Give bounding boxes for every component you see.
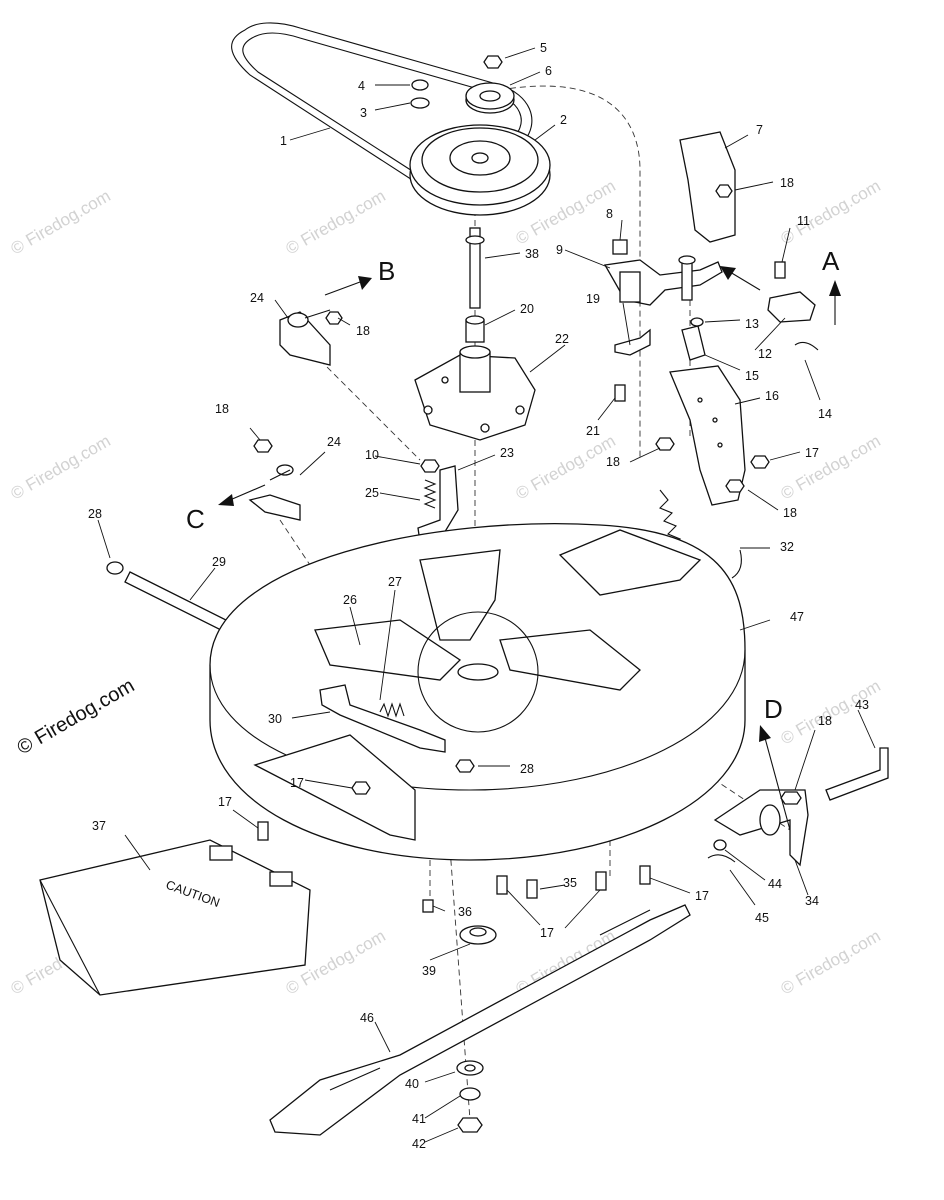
main-pulley-part — [409, 124, 551, 216]
callout-28: 28 — [88, 507, 102, 521]
callout-47: 47 — [790, 610, 804, 624]
deck-screws-part — [257, 821, 651, 913]
idler-arm-part — [603, 131, 736, 306]
callout-17: 17 — [290, 776, 304, 790]
callout-35: 35 — [563, 876, 577, 890]
callout-26: 26 — [343, 593, 357, 607]
callout-34: 34 — [805, 894, 819, 908]
callout-41: 41 — [412, 1112, 426, 1126]
callout-40: 40 — [405, 1077, 419, 1091]
view-label-c: C — [186, 504, 205, 534]
callout-22: 22 — [555, 332, 569, 346]
callout-8: 8 — [606, 207, 613, 221]
callout-1: 1 — [280, 134, 287, 148]
callout-18: 18 — [783, 506, 797, 520]
callout-10: 10 — [365, 448, 379, 462]
callout-17: 17 — [695, 889, 709, 903]
leader-lines — [97, 47, 876, 1143]
callout-43: 43 — [855, 698, 869, 712]
callout-39: 39 — [422, 964, 436, 978]
callout-38: 38 — [525, 247, 539, 261]
callout-16: 16 — [765, 389, 779, 403]
mower-deck-part — [209, 522, 746, 861]
callout-18: 18 — [606, 455, 620, 469]
callout-29: 29 — [212, 555, 226, 569]
callout-11: 11 — [797, 214, 810, 228]
rear-bracket-part — [707, 747, 889, 867]
callout-25: 25 — [365, 486, 379, 500]
watermark-text: © Firedog.com — [778, 926, 884, 998]
spindle-housing-part — [414, 345, 536, 441]
callout-24: 24 — [250, 291, 264, 305]
callout-27: 27 — [388, 575, 402, 589]
callout-3: 3 — [360, 106, 367, 120]
view-arrows — [218, 266, 841, 831]
spindle-shaft-part — [465, 227, 485, 343]
bracket-24b-part — [279, 309, 343, 366]
mower-blade-part — [269, 904, 691, 1136]
callout-13: 13 — [745, 317, 759, 331]
callout-17: 17 — [540, 926, 554, 940]
chute-mount-part — [253, 684, 475, 841]
callout-14: 14 — [818, 407, 832, 421]
callout-44: 44 — [768, 877, 782, 891]
callout-numbers: 1 2 3 4 5 6 7 8 9 10 11 12 13 14 15 16 1… — [88, 41, 869, 1151]
callout-42: 42 — [412, 1137, 426, 1151]
callout-18: 18 — [780, 176, 794, 190]
blade-fasteners-part — [456, 1060, 484, 1133]
watermark-text: © Firedog.com — [778, 676, 884, 748]
callout-19: 19 — [586, 292, 600, 306]
callout-17: 17 — [805, 446, 819, 460]
callout-18: 18 — [215, 402, 229, 416]
callout-4: 4 — [358, 79, 365, 93]
callout-23: 23 — [500, 446, 514, 460]
callout-18: 18 — [818, 714, 832, 728]
view-label-b: B — [378, 256, 395, 286]
callout-2: 2 — [560, 113, 567, 127]
callout-21: 21 — [586, 424, 600, 438]
callout-6: 6 — [545, 64, 552, 78]
watermark-text: © Firedog.com — [513, 431, 619, 503]
watermark-text: © Firedog.com — [8, 186, 114, 258]
callout-15: 15 — [745, 369, 759, 383]
callout-45: 45 — [755, 911, 769, 925]
callout-36: 36 — [458, 905, 472, 919]
watermark-text: © Firedog.com — [8, 431, 114, 503]
callout-28: 28 — [520, 762, 534, 776]
callout-24: 24 — [327, 435, 341, 449]
callout-32: 32 — [780, 540, 794, 554]
callout-12: 12 — [758, 347, 772, 361]
small-brackets-part — [614, 261, 819, 402]
callout-18: 18 — [356, 324, 370, 338]
callout-7: 7 — [756, 123, 763, 137]
callout-17: 17 — [218, 795, 232, 809]
callout-46: 46 — [360, 1011, 374, 1025]
bracket-24c-part — [248, 439, 301, 521]
callout-20: 20 — [520, 302, 534, 316]
blade-adapter-part — [459, 925, 497, 945]
watermark-text: © Firedog.com — [778, 431, 884, 503]
watermark-text: © Firedog.com — [283, 186, 389, 258]
callout-9: 9 — [556, 243, 563, 257]
callout-37: 37 — [92, 819, 106, 833]
view-label-a: A — [822, 246, 840, 276]
idler-pulley-part — [410, 55, 515, 114]
support-plate-part — [655, 365, 770, 506]
watermark-text-dark: © Firedog.com — [14, 675, 139, 760]
view-letters: A B C D — [186, 246, 840, 724]
callout-30: 30 — [268, 712, 282, 726]
callout-5: 5 — [540, 41, 547, 55]
discharge-chute-part: CAUTION — [39, 839, 311, 996]
view-label-d: D — [764, 694, 783, 724]
